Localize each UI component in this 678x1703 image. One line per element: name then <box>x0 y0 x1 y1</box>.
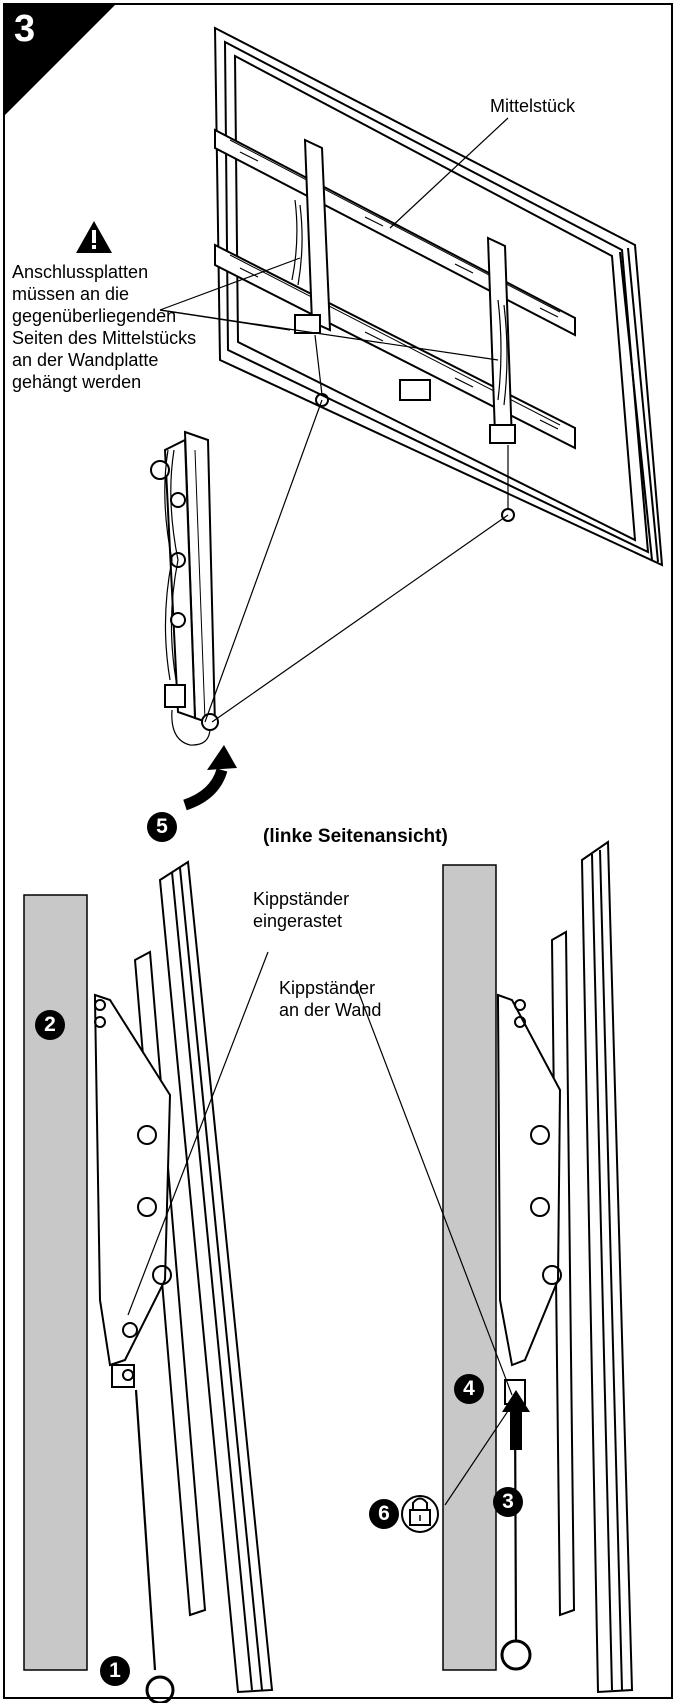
warning-icon <box>76 221 112 253</box>
tv-back-illustration <box>213 26 664 567</box>
curved-arrow-icon <box>183 745 237 811</box>
right-side-view <box>354 840 634 1694</box>
warning-line-3: gegenüberliegenden <box>12 306 177 326</box>
callout-3: 3 <box>493 1487 523 1517</box>
callout-1: 1 <box>100 1656 130 1686</box>
left-side-view <box>23 860 274 1703</box>
up-arrow-icon <box>502 1390 530 1450</box>
callout-4: 4 <box>454 1374 484 1404</box>
step-badge <box>5 5 115 115</box>
side-view-title: (linke Seitenansicht) <box>263 826 448 847</box>
assembly-lines <box>204 399 509 723</box>
side-bracket-illustration <box>150 430 219 746</box>
tilt-wall-line-2: an der Wand <box>279 1000 382 1020</box>
warning-leaders <box>159 257 499 361</box>
warning-line-2: müssen an die <box>12 284 130 304</box>
instruction-frame <box>3 3 673 1699</box>
step-number: 3 <box>14 8 36 50</box>
tilt-locked-line-2: eingerastet <box>253 911 343 931</box>
warning-line-6: gehängt werden <box>12 372 142 392</box>
callout-2: 2 <box>35 1010 65 1040</box>
center-piece-label: Mittelstück <box>490 96 576 116</box>
callout-6: 6 <box>369 1499 399 1529</box>
warning-line-1: Anschlussplatten <box>12 262 149 282</box>
warning-line-4: Seiten des Mittelstücks <box>12 328 197 348</box>
warning-line-5: an der Wandplatte <box>12 350 159 370</box>
tilt-locked-line-1: Kippständer <box>253 889 350 909</box>
callout-5: 5 <box>147 812 177 842</box>
lock-icon <box>401 1495 439 1533</box>
tilt-wall-line-1: Kippständer <box>279 978 376 998</box>
